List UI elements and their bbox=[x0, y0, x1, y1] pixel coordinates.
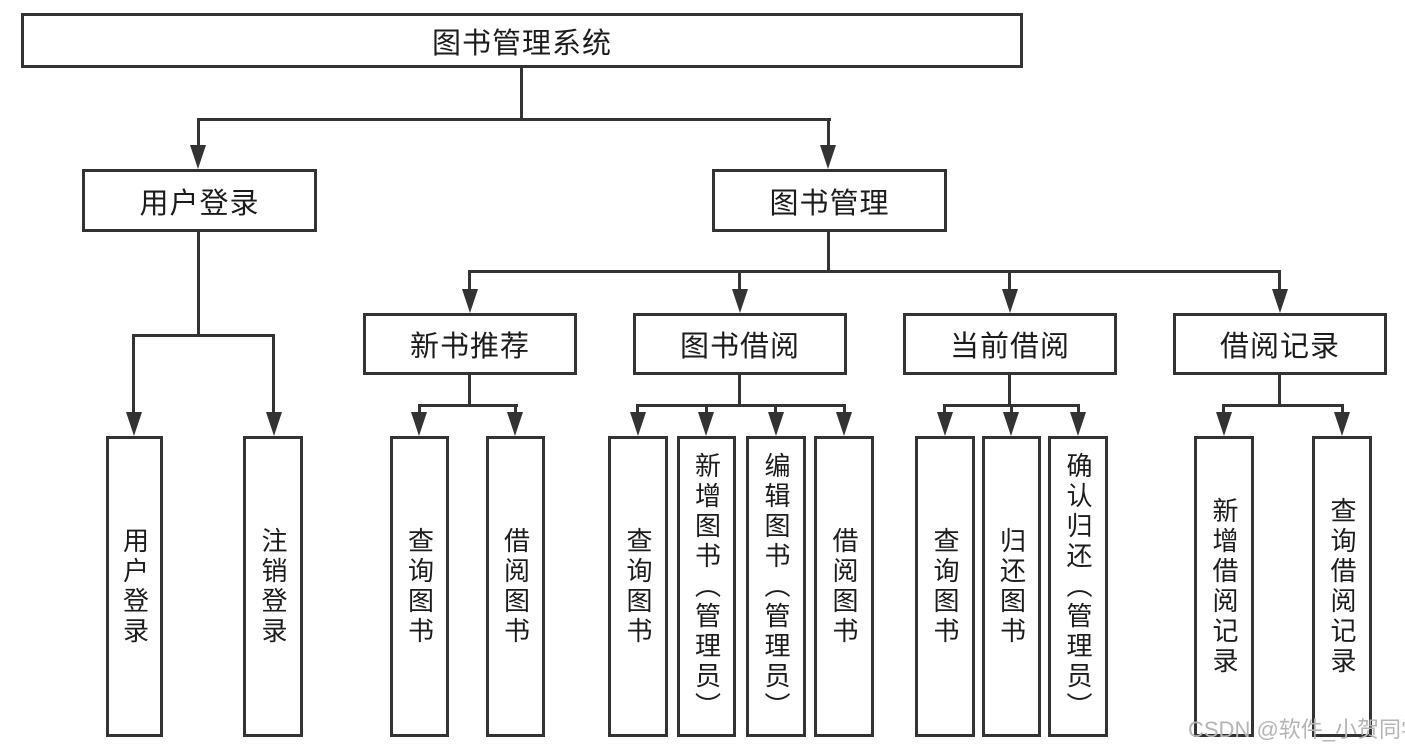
arrow-down-icon bbox=[411, 412, 427, 436]
connector-group1-drop-v bbox=[468, 375, 471, 406]
connector-user-login-drop-v bbox=[197, 232, 200, 336]
connector-stub-v bbox=[636, 404, 639, 414]
connector-group2-split-h bbox=[636, 404, 846, 407]
connector-stub-v bbox=[1341, 404, 1344, 414]
connector-stub-v bbox=[468, 270, 471, 292]
connector-stub-v bbox=[774, 404, 777, 414]
connector-user-login-stub-v bbox=[197, 118, 200, 150]
node-label: 新书推荐 bbox=[409, 331, 530, 363]
connector-stub-v bbox=[1008, 270, 1011, 292]
arrow-down-icon bbox=[732, 289, 748, 313]
node-root: 图书管理系统 bbox=[21, 13, 1023, 68]
connector-stub-v bbox=[705, 404, 708, 414]
connector-group2-drop-v bbox=[738, 375, 741, 406]
node-label: 查询图书 bbox=[930, 526, 960, 647]
connector-stub-v bbox=[418, 404, 421, 414]
node-leaf-logout: 注销登录 bbox=[243, 436, 303, 737]
arrow-down-icon bbox=[937, 412, 953, 436]
node-label: 借阅图书 bbox=[500, 526, 531, 647]
node-label: 查询借阅记录 bbox=[1327, 496, 1357, 677]
arrow-down-icon bbox=[1334, 412, 1350, 436]
connector-stub-v bbox=[1077, 404, 1080, 414]
node-label: 图书管理 bbox=[769, 187, 890, 220]
node-leaf-borrow-books-2: 借阅图书 bbox=[814, 436, 874, 737]
watermark-text: CSDN @软件_小贺同学 bbox=[1188, 717, 1405, 742]
connector-root-drop-v bbox=[520, 68, 523, 121]
arrow-down-icon bbox=[190, 145, 206, 169]
node-leaf-confirm-return-admin: 确认归还（管理员） bbox=[1048, 436, 1108, 737]
node-new-book-recommend: 新书推荐 bbox=[363, 313, 577, 375]
connector-book-mgmt-drop-v bbox=[827, 232, 830, 273]
arrow-down-icon bbox=[462, 289, 478, 313]
connector-stub-v bbox=[943, 404, 946, 414]
arrow-down-icon bbox=[1070, 412, 1086, 436]
node-label: 图书借阅 bbox=[679, 331, 800, 363]
node-leaf-borrow-books-1: 借阅图书 bbox=[486, 436, 545, 737]
node-user-login: 用户登录 bbox=[82, 169, 317, 232]
connector-stub-v bbox=[1278, 270, 1281, 292]
connector-book-mgmt-stub-v bbox=[827, 118, 830, 150]
arrow-down-icon bbox=[1003, 412, 1019, 436]
node-leaf-return-books: 归还图书 bbox=[982, 436, 1041, 737]
connector-stub-v bbox=[272, 334, 275, 414]
connector-group3-drop-v bbox=[1008, 375, 1011, 406]
node-leaf-add-books-admin: 新增图书（管理员） bbox=[677, 436, 736, 737]
arrow-down-icon bbox=[768, 412, 784, 436]
node-leaf-query-books-1: 查询图书 bbox=[390, 436, 449, 737]
node-leaf-query-books-2: 查询图书 bbox=[608, 436, 668, 737]
node-leaf-user-login: 用户登录 bbox=[106, 436, 163, 737]
node-label: 图书管理系统 bbox=[431, 27, 612, 60]
connector-user-login-split-h bbox=[132, 334, 275, 337]
connector-stub-v bbox=[132, 334, 135, 414]
node-leaf-query-borrow-record: 查询借阅记录 bbox=[1312, 436, 1372, 737]
arrow-down-icon bbox=[1216, 412, 1232, 436]
node-label: 用户登录 bbox=[139, 187, 260, 220]
connector-stub-v bbox=[1222, 404, 1225, 414]
connector-group1-split-h bbox=[418, 404, 518, 407]
node-leaf-query-books-3: 查询图书 bbox=[915, 436, 975, 737]
node-label: 确认归还（管理员） bbox=[1063, 451, 1093, 722]
arrow-down-icon bbox=[266, 412, 282, 436]
node-leaf-edit-books-admin: 编辑图书（管理员） bbox=[746, 436, 806, 737]
node-label: 借阅图书 bbox=[829, 526, 859, 647]
node-label: 新增借阅记录 bbox=[1209, 496, 1239, 677]
node-borrowing-records: 借阅记录 bbox=[1173, 313, 1387, 375]
connector-group4-split-h bbox=[1222, 404, 1344, 407]
arrow-down-icon bbox=[507, 412, 523, 436]
arrow-down-icon bbox=[1002, 289, 1018, 313]
node-book-management: 图书管理 bbox=[712, 169, 947, 232]
connector-stub-v bbox=[843, 404, 846, 414]
node-current-borrowing: 当前借阅 bbox=[903, 313, 1117, 375]
node-label: 归还图书 bbox=[996, 526, 1027, 647]
connector-group4-drop-v bbox=[1278, 375, 1281, 406]
node-label: 查询图书 bbox=[404, 526, 435, 647]
arrow-down-icon bbox=[126, 412, 142, 436]
node-label: 编辑图书（管理员） bbox=[761, 451, 791, 722]
node-leaf-add-borrow-record: 新增借阅记录 bbox=[1194, 436, 1254, 737]
connector-book-mgmt-split-h bbox=[468, 270, 1281, 273]
connector-stub-v bbox=[514, 404, 517, 414]
node-label: 新增图书（管理员） bbox=[691, 451, 722, 722]
arrow-down-icon bbox=[836, 412, 852, 436]
arrow-down-icon bbox=[820, 145, 836, 169]
arrow-down-icon bbox=[1272, 289, 1288, 313]
arrow-down-icon bbox=[698, 412, 714, 436]
node-book-borrowing: 图书借阅 bbox=[633, 313, 847, 375]
connector-root-split-h bbox=[197, 118, 831, 121]
arrow-down-icon bbox=[630, 412, 646, 436]
node-label: 借阅记录 bbox=[1219, 331, 1340, 363]
node-label: 注销登录 bbox=[258, 526, 288, 647]
node-label: 当前借阅 bbox=[949, 331, 1070, 363]
connector-stub-v bbox=[1010, 404, 1013, 414]
node-label: 用户登录 bbox=[119, 526, 150, 647]
node-label: 查询图书 bbox=[623, 526, 653, 647]
connector-stub-v bbox=[738, 270, 741, 292]
